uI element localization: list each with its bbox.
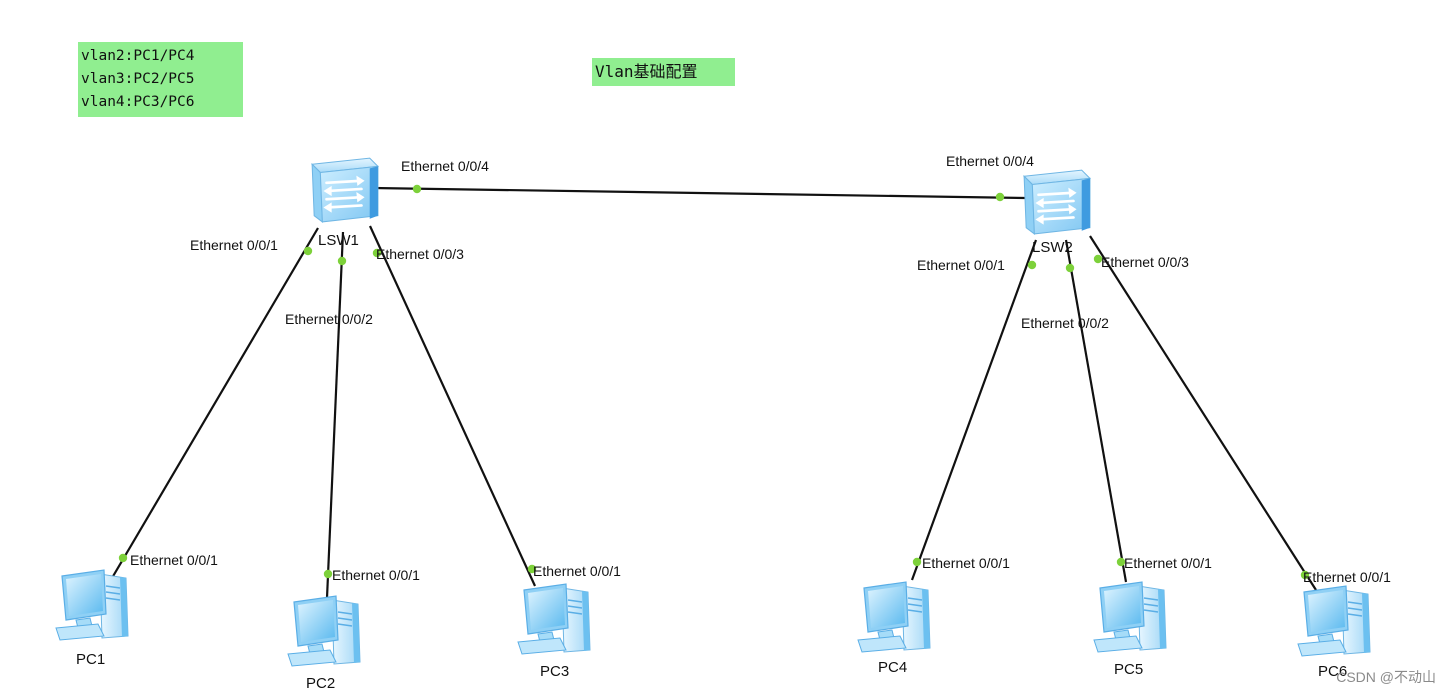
vlan-note-line: vlan3:PC2/PC5 [81, 71, 195, 87]
port-label-lsw1: Ethernet 0/0/2 [285, 311, 373, 327]
pc3-pc[interactable] [517, 583, 591, 655]
vlan-assignment-note: vlan2:PC1/PC4 vlan3:PC2/PC5 vlan4:PC3/PC… [78, 42, 243, 117]
port-label-lsw2: Ethernet 0/0/3 [1101, 254, 1189, 270]
port-label-pc2: Ethernet 0/0/1 [332, 567, 420, 583]
pc-icon [1297, 585, 1371, 657]
port-dot-lsw2 [995, 192, 1005, 202]
pc-icon [1093, 581, 1167, 653]
port-label-lsw1: Ethernet 0/0/3 [376, 246, 464, 262]
port-dot-pc5 [1116, 557, 1126, 567]
pc1-pc[interactable] [55, 569, 129, 641]
port-label-pc4: Ethernet 0/0/1 [922, 555, 1010, 571]
port-dot-lsw1 [372, 248, 382, 258]
device-label-lsw1: LSW1 [318, 232, 359, 249]
lsw2-switch[interactable] [1022, 168, 1092, 236]
port-dot-pc4 [912, 557, 922, 567]
vlan-note-line: vlan4:PC3/PC6 [81, 94, 195, 110]
link-lsw2-pc4[interactable] [910, 239, 1038, 581]
port-label-pc5: Ethernet 0/0/1 [1124, 555, 1212, 571]
port-label-pc3: Ethernet 0/0/1 [533, 563, 621, 579]
devices-layer [55, 156, 1371, 667]
vlan-note-line: vlan2:PC1/PC4 [81, 48, 195, 64]
link-lsw2-pc6[interactable] [1089, 235, 1317, 591]
pc2-pc[interactable] [287, 595, 361, 667]
port-label-lsw1: Ethernet 0/0/4 [401, 158, 489, 174]
lsw1-switch[interactable] [310, 156, 380, 224]
port-label-lsw1: Ethernet 0/0/1 [190, 237, 278, 253]
device-label-pc2: PC2 [306, 675, 335, 692]
port-dot-pc6 [1300, 570, 1310, 580]
port-dot-lsw1 [303, 246, 313, 256]
device-label-pc3: PC3 [540, 663, 569, 680]
pc5-pc[interactable] [1093, 581, 1167, 653]
port-label-pc6: Ethernet 0/0/1 [1303, 569, 1391, 585]
link-lsw1-pc1[interactable] [111, 227, 319, 579]
device-label-pc6: PC6 [1318, 663, 1347, 680]
ports-layer [118, 184, 1310, 580]
port-label-pc1: Ethernet 0/0/1 [130, 552, 218, 568]
diagram-title: Vlan基础配置 [592, 58, 735, 86]
switch-icon [310, 156, 380, 224]
watermark: CSDN @不动山 [1336, 669, 1436, 685]
links-layer [111, 186, 1317, 599]
port-dot-pc2 [323, 569, 333, 579]
pc4-pc[interactable] [857, 581, 931, 653]
port-label-lsw2: Ethernet 0/0/4 [946, 153, 1034, 169]
port-dot-lsw1 [337, 256, 347, 266]
pc6-pc[interactable] [1297, 585, 1371, 657]
link-lsw1-pc3[interactable] [369, 225, 536, 587]
link-lsw1-pc2[interactable] [325, 231, 345, 599]
pc-icon [287, 595, 361, 667]
link-lsw2-pc5[interactable] [1064, 239, 1128, 583]
pc-icon [857, 581, 931, 653]
link-lsw1-lsw2[interactable] [371, 186, 1027, 200]
port-dot-lsw2 [1065, 263, 1075, 273]
port-dot-lsw2 [1027, 260, 1037, 270]
device-label-pc1: PC1 [76, 651, 105, 668]
port-dot-pc3 [527, 564, 537, 574]
port-dot-pc1 [118, 553, 128, 563]
port-label-lsw2: Ethernet 0/0/1 [917, 257, 1005, 273]
device-label-pc5: PC5 [1114, 661, 1143, 678]
pc-icon [55, 569, 129, 641]
device-label-lsw2: LSW2 [1032, 239, 1073, 256]
port-dot-lsw2 [1093, 254, 1103, 264]
switch-icon [1022, 168, 1092, 236]
pc-icon [517, 583, 591, 655]
device-label-pc4: PC4 [878, 659, 907, 676]
port-dot-lsw1 [412, 184, 422, 194]
port-label-lsw2: Ethernet 0/0/2 [1021, 315, 1109, 331]
